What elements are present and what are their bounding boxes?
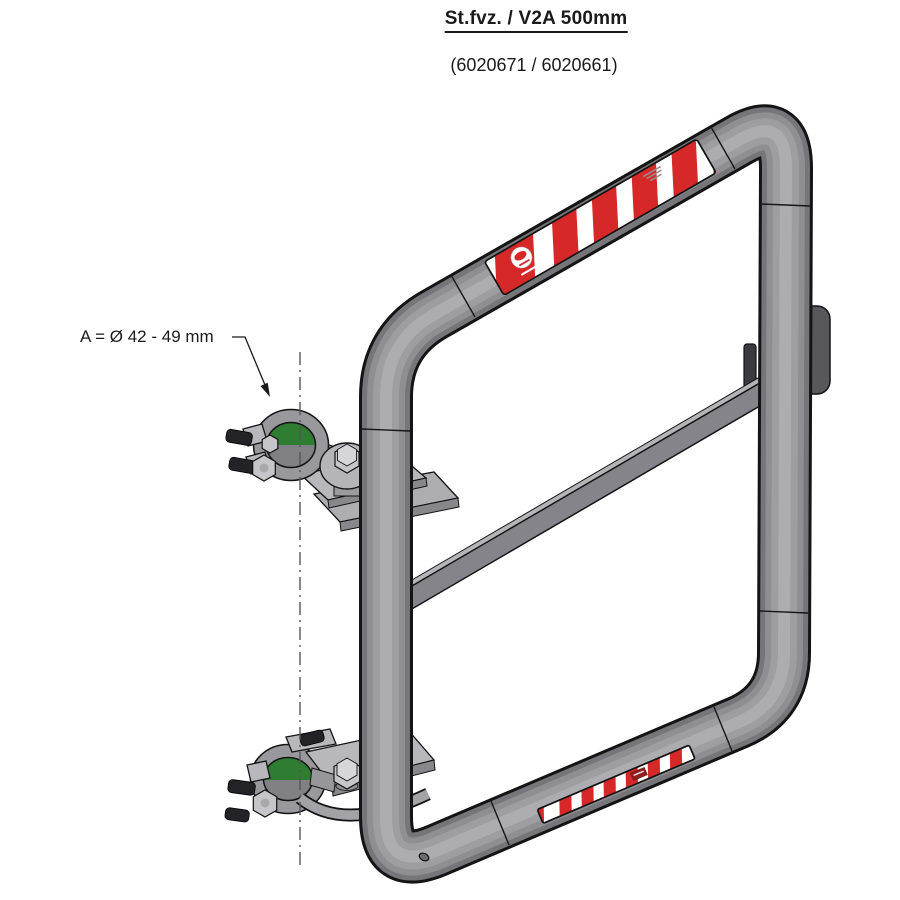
product-codes: (6020671 / 6020661)	[450, 55, 618, 75]
crossbar	[404, 370, 771, 615]
seam-lines	[361, 126, 811, 846]
leader-arrow	[232, 336, 270, 397]
micro-label	[630, 767, 648, 781]
dimension-label: A = Ø 42 - 49 mm	[80, 327, 214, 346]
page-title: St.fvz. / V2A 500mm	[444, 8, 628, 33]
top-warning-band	[484, 139, 717, 296]
page-title-text: St.fvz. / V2A 500mm	[444, 8, 628, 33]
brand-logo	[510, 246, 537, 276]
micro-text	[642, 165, 662, 182]
upper-pipe-clamp	[225, 408, 460, 532]
bottom-warning-band	[537, 744, 696, 824]
drain-hole	[418, 852, 430, 862]
